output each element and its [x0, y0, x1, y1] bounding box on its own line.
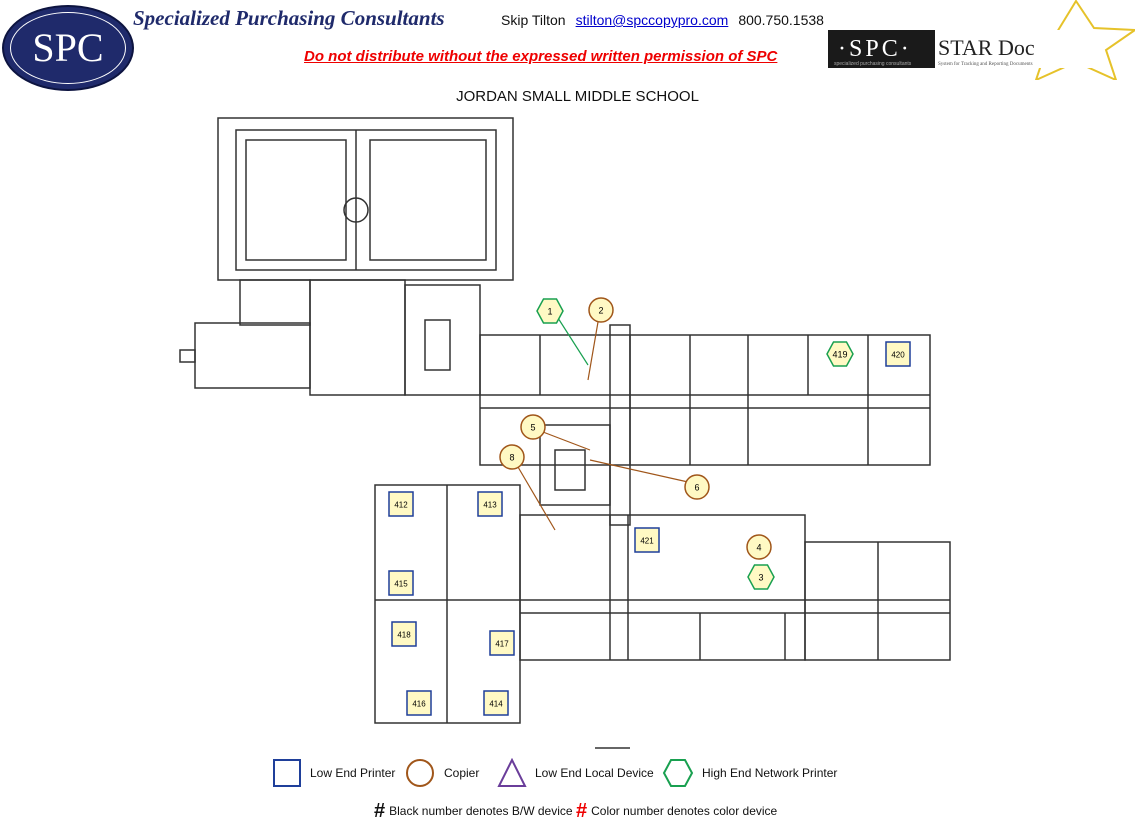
network-printer-419[interactable]: 419: [826, 341, 854, 367]
printer-415[interactable]: 415: [388, 570, 414, 596]
logo-text: SPC: [10, 12, 126, 84]
svg-text:5: 5: [530, 423, 535, 433]
distribution-warning: Do not distribute without the expressed …: [304, 48, 778, 65]
hexagon-icon: [662, 759, 694, 787]
svg-text:416: 416: [412, 700, 426, 709]
spc-logo: SPC: [2, 5, 134, 91]
legend-label: Low End Local Device: [535, 766, 654, 780]
svg-text:1: 1: [547, 307, 552, 317]
device-arrows: [517, 317, 689, 531]
page-title: JORDAN SMALL MIDDLE SCHOOL: [456, 88, 699, 105]
bw-note-text: Black number denotes B/W device: [389, 804, 573, 818]
printer-416[interactable]: 416: [406, 690, 432, 716]
contact-email-link[interactable]: stilton@spccopypro.com: [575, 12, 729, 28]
contact-phone: 800.750.1538: [738, 12, 824, 28]
svg-text:417: 417: [495, 640, 509, 649]
color-note: #Color number denotes color device: [576, 800, 777, 823]
printer-420[interactable]: 420: [885, 341, 911, 367]
printer-421[interactable]: 421: [634, 527, 660, 553]
legend-low-end-local: Low End Local Device: [497, 758, 654, 788]
svg-text:419: 419: [832, 350, 847, 360]
floor-plan: 1 419 3 2 5 8 6 4 420 412 413 415 418 41…: [179, 117, 951, 749]
stardoc-tagline: System for Tracking and Reporting Docume…: [938, 62, 1033, 67]
legend-copier: Copier: [404, 758, 479, 788]
color-note-text: Color number denotes color device: [591, 804, 778, 818]
hash-black: #: [374, 800, 386, 822]
svg-text:420: 420: [891, 351, 905, 360]
printer-412[interactable]: 412: [388, 491, 414, 517]
legend-high-end-network: High End Network Printer: [662, 758, 837, 788]
contact-info: Skip Tilton stilton@spccopypro.com 800.750…: [501, 12, 824, 28]
company-name: Specialized Purchasing Consultants: [133, 6, 445, 30]
printer-417[interactable]: 417: [489, 630, 515, 656]
copier-markers: 2 5 8 6 4: [499, 297, 772, 560]
copier-2[interactable]: 2: [588, 297, 614, 323]
printer-414[interactable]: 414: [483, 690, 509, 716]
svg-text:418: 418: [397, 631, 411, 640]
printer-413[interactable]: 413: [477, 491, 503, 517]
stardoc-sub: specialized purchasing consultants: [834, 61, 912, 67]
hash-red: #: [576, 800, 588, 822]
svg-text:412: 412: [394, 501, 408, 510]
copier-4[interactable]: 4: [746, 534, 772, 560]
svg-text:STAR Doc: STAR Doc: [938, 35, 1035, 60]
network-printer-1[interactable]: 1: [536, 298, 564, 324]
svg-text:2: 2: [598, 306, 603, 316]
contact-name: Skip Tilton: [501, 12, 566, 28]
bw-note: #Black number denotes B/W device: [374, 800, 573, 823]
building-outline: [179, 117, 951, 749]
low-end-printer-markers: 420 412 413 415 418 417 416 414 421: [388, 341, 911, 716]
svg-text:414: 414: [489, 700, 503, 709]
svg-text:4: 4: [756, 543, 761, 553]
triangle-icon: [497, 758, 527, 787]
svg-text:413: 413: [483, 501, 497, 510]
svg-text:8: 8: [509, 453, 514, 463]
network-printer-markers: 1 419 3: [536, 298, 854, 590]
circle-icon: [406, 759, 434, 787]
legend-label: High End Network Printer: [702, 766, 838, 780]
copier-8[interactable]: 8: [499, 444, 525, 470]
network-printer-3[interactable]: 3: [747, 564, 775, 590]
svg-text:6: 6: [694, 483, 699, 493]
svg-text:3: 3: [758, 573, 763, 583]
legend-label: Low End Printer: [310, 766, 396, 780]
legend-low-end-printer: Low End Printer: [272, 758, 395, 788]
legend-label: Copier: [444, 766, 480, 780]
svg-text:415: 415: [394, 580, 408, 589]
svg-text:·SPC·: ·SPC·: [838, 36, 912, 62]
svg-text:421: 421: [640, 537, 654, 546]
copier-5[interactable]: 5: [520, 414, 546, 440]
printer-418[interactable]: 418: [391, 621, 417, 647]
copier-6[interactable]: 6: [684, 474, 710, 500]
stardoc-logo: ·SPC· specialized purchasing consultants…: [828, 0, 1135, 80]
square-icon: [273, 759, 301, 787]
